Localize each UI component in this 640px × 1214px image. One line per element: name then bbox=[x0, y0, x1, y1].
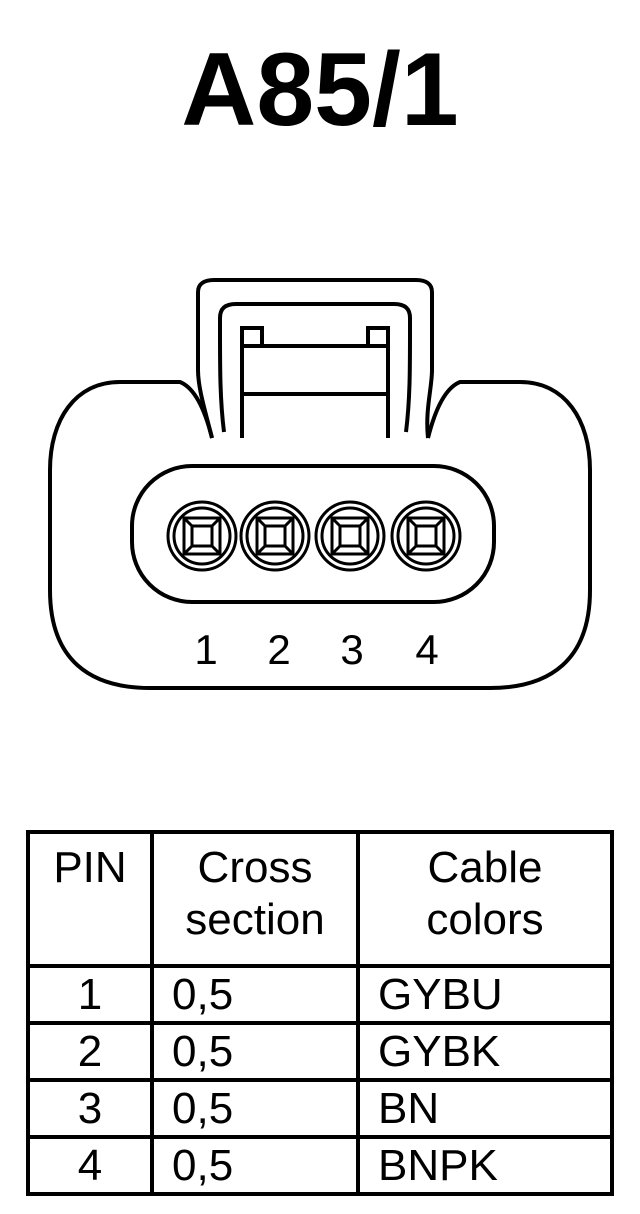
pin-cavity bbox=[130, 464, 496, 604]
pin-terminals bbox=[166, 500, 462, 572]
pin-terminal-3 bbox=[314, 500, 386, 572]
pin-label-3: 3 bbox=[340, 626, 363, 673]
latch-tab-right bbox=[366, 326, 390, 348]
cell-cross-section: 0,5 bbox=[150, 1021, 360, 1082]
cell-cable-color: BNPK bbox=[356, 1135, 614, 1196]
header-cable-colors: Cable colors bbox=[356, 830, 614, 968]
header-cross-section: Cross section bbox=[150, 830, 360, 968]
connector-diagram: 1 2 3 4 bbox=[48, 278, 592, 690]
table-row: 1 0,5 GYBU bbox=[26, 964, 614, 1025]
latch-tab-left bbox=[240, 326, 264, 348]
pin-assignment-table: PIN Cross section Cable colors 1 0,5 GYB… bbox=[26, 830, 614, 1196]
header-pin: PIN bbox=[26, 830, 154, 968]
pin-label-1: 1 bbox=[194, 626, 217, 673]
cell-pin: 3 bbox=[26, 1078, 154, 1139]
cell-pin: 2 bbox=[26, 1021, 154, 1082]
cell-cross-section: 0,5 bbox=[150, 1135, 360, 1196]
latch-inner-frame bbox=[218, 302, 412, 433]
table-row: 4 0,5 BNPK bbox=[26, 1135, 614, 1196]
cell-pin: 1 bbox=[26, 964, 154, 1025]
cell-cable-color: BN bbox=[356, 1078, 614, 1139]
pin-terminal-1 bbox=[166, 500, 238, 572]
cell-pin: 4 bbox=[26, 1135, 154, 1196]
cell-cable-color: GYBK bbox=[356, 1021, 614, 1082]
pin-label-4: 4 bbox=[415, 626, 438, 673]
pin-terminal-4 bbox=[390, 500, 462, 572]
connector-body-outline bbox=[48, 380, 592, 690]
table-row: 3 0,5 BN bbox=[26, 1078, 614, 1139]
cell-cross-section: 0,5 bbox=[150, 1078, 360, 1139]
cell-cable-color: GYBU bbox=[356, 964, 614, 1025]
connector-title: A85/1 bbox=[181, 32, 459, 148]
table-row: 2 0,5 GYBK bbox=[26, 1021, 614, 1082]
pin-label-2: 2 bbox=[267, 626, 290, 673]
cell-cross-section: 0,5 bbox=[150, 964, 360, 1025]
latch-outer-outline bbox=[196, 278, 434, 439]
pin-terminal-2 bbox=[239, 500, 311, 572]
table-header-row: PIN Cross section Cable colors bbox=[26, 830, 614, 968]
